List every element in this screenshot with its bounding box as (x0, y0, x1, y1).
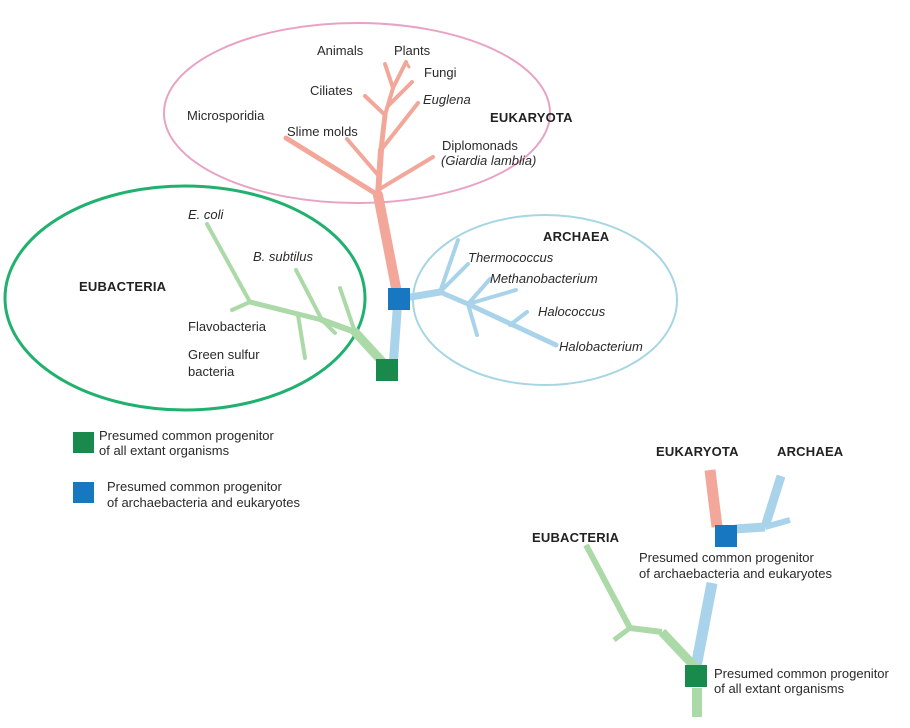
label-ciliates: Ciliates (310, 83, 353, 98)
mini-common-line1: Presumed common progenitor (714, 666, 889, 681)
label-slime-molds: Slime molds (287, 124, 358, 139)
label-e-coli: E. coli (188, 207, 224, 222)
eubacteria-ellipse (3, 184, 367, 412)
mini-tree-branches (583, 469, 791, 717)
label-plants: Plants (394, 43, 431, 58)
label-thermococcus: Thermococcus (468, 250, 554, 265)
archaea-title: ARCHAEA (543, 229, 610, 244)
legend-common-line2: of all extant organisms (99, 443, 230, 458)
mini-eubacteria-title: EUBACTERIA (532, 530, 620, 545)
mini-eukaryota-title: EUKARYOTA (656, 444, 739, 459)
label-fungi: Fungi (424, 65, 457, 80)
eukaryota-branches (283, 60, 435, 303)
legend-archae-swatch (73, 482, 94, 503)
mini-common-line2: of all extant organisms (714, 681, 845, 696)
label-giardia: (Giardia lamblia) (441, 153, 537, 168)
mini-archae-line2: of archaebacteria and eukaryotes (639, 566, 832, 581)
mini-archae-euk-progenitor-marker (715, 525, 737, 547)
eukaryota-title: EUKARYOTA (490, 110, 573, 125)
archae-euk-progenitor-marker (388, 288, 410, 310)
label-methanobacterium: Methanobacterium (490, 271, 598, 286)
eubacteria-title: EUBACTERIA (79, 279, 167, 294)
label-green-sulfur: Green sulfur (188, 347, 260, 362)
mini-archaea-title: ARCHAEA (777, 444, 844, 459)
label-b-subtilus: B. subtilus (253, 249, 313, 264)
archaea-branches (388, 238, 559, 373)
label-microsporidia: Microsporidia (187, 108, 265, 123)
common-progenitor-marker (376, 359, 398, 381)
legend-archae-line2: of archaebacteria and eukaryotes (107, 495, 300, 510)
legend-common-line1: Presumed common progenitor (99, 428, 274, 443)
legend-archae-line1: Presumed common progenitor (107, 479, 282, 494)
label-diplomonads: Diplomonads (442, 138, 518, 153)
label-halobacterium: Halobacterium (559, 339, 643, 354)
label-animals: Animals (317, 43, 364, 58)
mini-common-progenitor-marker (685, 665, 707, 687)
label-green-sulfur-bacteria: bacteria (188, 364, 235, 379)
eukaryota-ellipse (163, 22, 551, 204)
label-flavobacteria: Flavobacteria (188, 319, 267, 334)
label-euglena: Euglena (423, 92, 471, 107)
label-halococcus: Halococcus (538, 304, 606, 319)
mini-archae-line1: Presumed common progenitor (639, 550, 814, 565)
legend-common-swatch (73, 432, 94, 453)
